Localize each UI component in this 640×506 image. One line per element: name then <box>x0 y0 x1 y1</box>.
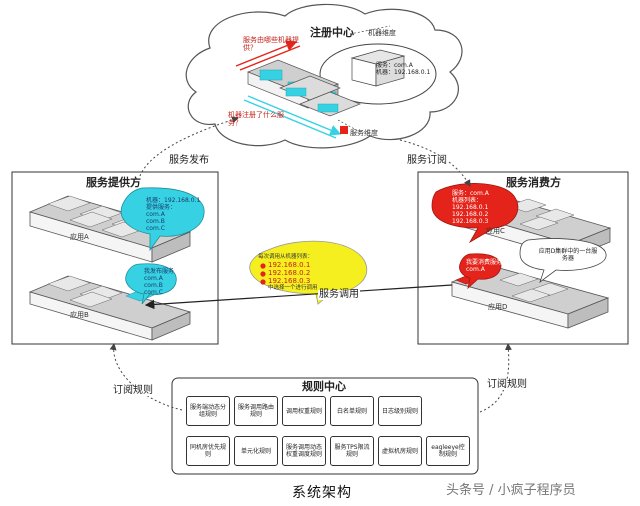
call-bubble-text: 每次调用从机器列表： 192.168.0.1 192.168.0.2 192.1… <box>258 254 318 292</box>
app-b-cluster <box>28 275 192 341</box>
question-b: 机器注册了什么服务？ <box>228 111 284 127</box>
rule-item: 服务端动态分组规则 <box>186 396 230 426</box>
bubble-c-text: 服务：com.A 机器列表： 192.168.0.1 192.168.0.2 1… <box>452 190 489 225</box>
server-detail-line: 服务：com.A <box>376 62 413 69</box>
provider-title: 服务提供方 <box>86 176 141 189</box>
rule-item: 调用权重规则 <box>282 396 326 426</box>
call-bubble-ip: 192.168.0.2 <box>268 269 311 277</box>
bubble-a-line: 机器：192.168.0.1 <box>146 197 201 204</box>
rules-title: 规则中心 <box>302 380 346 393</box>
bubble-a-line: 提供服务： <box>146 204 177 211</box>
bubble-a <box>120 187 205 252</box>
publish-edge <box>139 116 239 177</box>
rule-item: 日志级别规则 <box>378 396 422 426</box>
bubble-d-text: 我要消费服务 com.A <box>466 259 502 273</box>
bubble-c-line: 192.168.0.3 <box>452 218 489 225</box>
app-a-label: 应用A <box>70 233 89 241</box>
bubble-d-line: 我要消费服务 <box>466 259 503 266</box>
bubble-b <box>125 263 177 305</box>
bubble-a-line: com.A <box>146 211 165 218</box>
bubble-b-line: com.C <box>144 289 163 296</box>
rule-item: eagleeye控制规则 <box>426 436 470 466</box>
bubble-b-line: 我发布服务 <box>144 268 175 275</box>
bubble-c-line: 192.168.0.2 <box>452 211 489 218</box>
server-detail-line: 机器：192.168.0.1 <box>376 69 431 76</box>
rule-item: 服务调用动态权重调度规则 <box>282 436 326 466</box>
bubble-c-line: 机器列表： <box>452 197 483 204</box>
bubble-c-line: 服务：com.A <box>452 190 489 197</box>
bubble-d <box>459 253 502 290</box>
call-bubble-tail: 中选择一个进行调用 <box>268 285 318 291</box>
caption: 系统架构 <box>292 485 352 501</box>
machine-dim-label: 机器维度 <box>368 29 396 37</box>
rule-item: 服务TPS限流规则 <box>330 436 374 466</box>
bubble-d-line: com.A <box>466 266 485 273</box>
invoke-label: 服务调用 <box>318 289 360 300</box>
publish-label: 服务发布 <box>168 155 210 166</box>
call-bubble-ip: 192.168.0.1 <box>268 261 311 269</box>
registry-server-box <box>350 49 406 87</box>
machine-dim-line <box>349 25 391 35</box>
sub-rules-right-label: 订阅规则 <box>486 379 528 390</box>
rule-item: 同机房优先规则 <box>186 436 230 466</box>
registry-cluster <box>247 59 361 117</box>
rule-item: 单元化规则 <box>234 436 278 466</box>
bubble-a-line: com.C <box>146 225 165 232</box>
bubble-d2-line: 应用D集群中的一台服务器 <box>538 248 598 262</box>
bubble-d2 <box>519 238 607 284</box>
app-c-label: 应用C <box>486 227 505 235</box>
consumer-title: 服务消费方 <box>506 176 561 189</box>
server-detail: 服务：com.A 机器：192.168.0.1 <box>376 62 430 76</box>
service-dim-arrow <box>247 95 342 136</box>
subscribe-label: 服务订阅 <box>406 155 448 166</box>
call-bubble-ip: 192.168.0.3 <box>268 277 311 285</box>
bubble-a-text: 机器：192.168.0.1 提供服务： com.A com.B com.C <box>146 197 200 232</box>
call-bubble-head: 每次调用从机器列表： <box>258 254 314 260</box>
rule-item: 白名单规则 <box>330 396 374 426</box>
bubble-a-line: com.B <box>146 218 165 225</box>
watermark: 头条号 / 小疯子程序员 <box>446 483 576 498</box>
question-a: 服务由哪些机器提供？ <box>243 36 299 52</box>
rule-item: 服务调用路由规则 <box>234 396 278 426</box>
app-d-label: 应用D <box>488 303 508 311</box>
bubble-c-line: 192.168.0.1 <box>452 204 489 211</box>
bubble-b-text: 我发布服务 com.A com.B com.C <box>144 268 174 296</box>
bubble-b-line: com.B <box>144 282 163 289</box>
bubble-b-line: com.A <box>144 275 163 282</box>
bubble-d2-text: 应用D集群中的一台服务器 <box>536 248 600 262</box>
sub-rules-right-edge <box>479 343 512 413</box>
machine-dim-arrow <box>235 40 298 67</box>
rule-item: 虚拟机房规则 <box>378 436 422 466</box>
app-b-label: 应用B <box>70 311 89 319</box>
sub-rules-left-edge <box>109 343 183 411</box>
registry-title: 注册中心 <box>310 26 354 39</box>
bubble-c <box>431 183 519 244</box>
service-dim-label: 服务维度 <box>350 129 378 137</box>
sub-rules-left-label: 订阅规则 <box>112 385 154 396</box>
invoke-arrow <box>144 284 453 310</box>
